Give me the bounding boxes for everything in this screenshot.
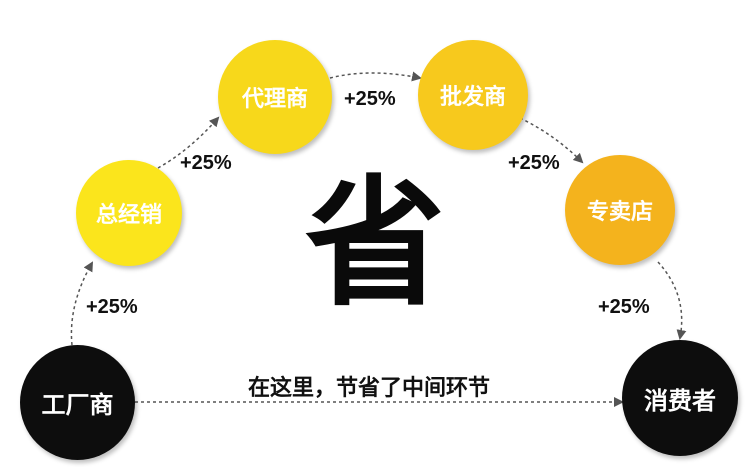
markup-agent-wholesaler: +25%	[344, 88, 396, 110]
arrow-store-to-consumer	[657, 261, 687, 340]
node-agent-label: 代理商	[241, 87, 308, 112]
arrow-wholesaler-to-store	[519, 117, 584, 164]
node-store: 专卖店	[565, 155, 675, 265]
markup-wholesaler-store: +25%	[508, 152, 560, 174]
caption-save-middle-links: 在这里，节省了中间环节	[248, 376, 491, 401]
node-general-distributor: 总经销	[76, 160, 182, 266]
center-save-character: 省	[304, 163, 445, 326]
node-factory: 工厂商	[20, 345, 135, 460]
node-consumer-label: 消费者	[644, 386, 716, 415]
node-agent: 代理商	[218, 40, 332, 154]
node-general-distributor-label: 总经销	[95, 203, 162, 228]
node-wholesaler: 批发商	[418, 40, 528, 150]
arrow-general-to-agent	[157, 116, 220, 169]
node-wholesaler-label: 批发商	[439, 85, 506, 110]
markup-factory-general: +25%	[86, 296, 138, 318]
arrow-factory-to-general	[70, 261, 93, 346]
markup-store-consumer: +25%	[598, 296, 650, 318]
markup-general-agent: +25%	[180, 152, 232, 174]
node-consumer: 消费者	[622, 340, 738, 456]
node-factory-label: 工厂商	[41, 391, 114, 419]
node-store-label: 专卖店	[586, 200, 653, 225]
arrow-agent-to-wholesaler	[329, 71, 422, 82]
